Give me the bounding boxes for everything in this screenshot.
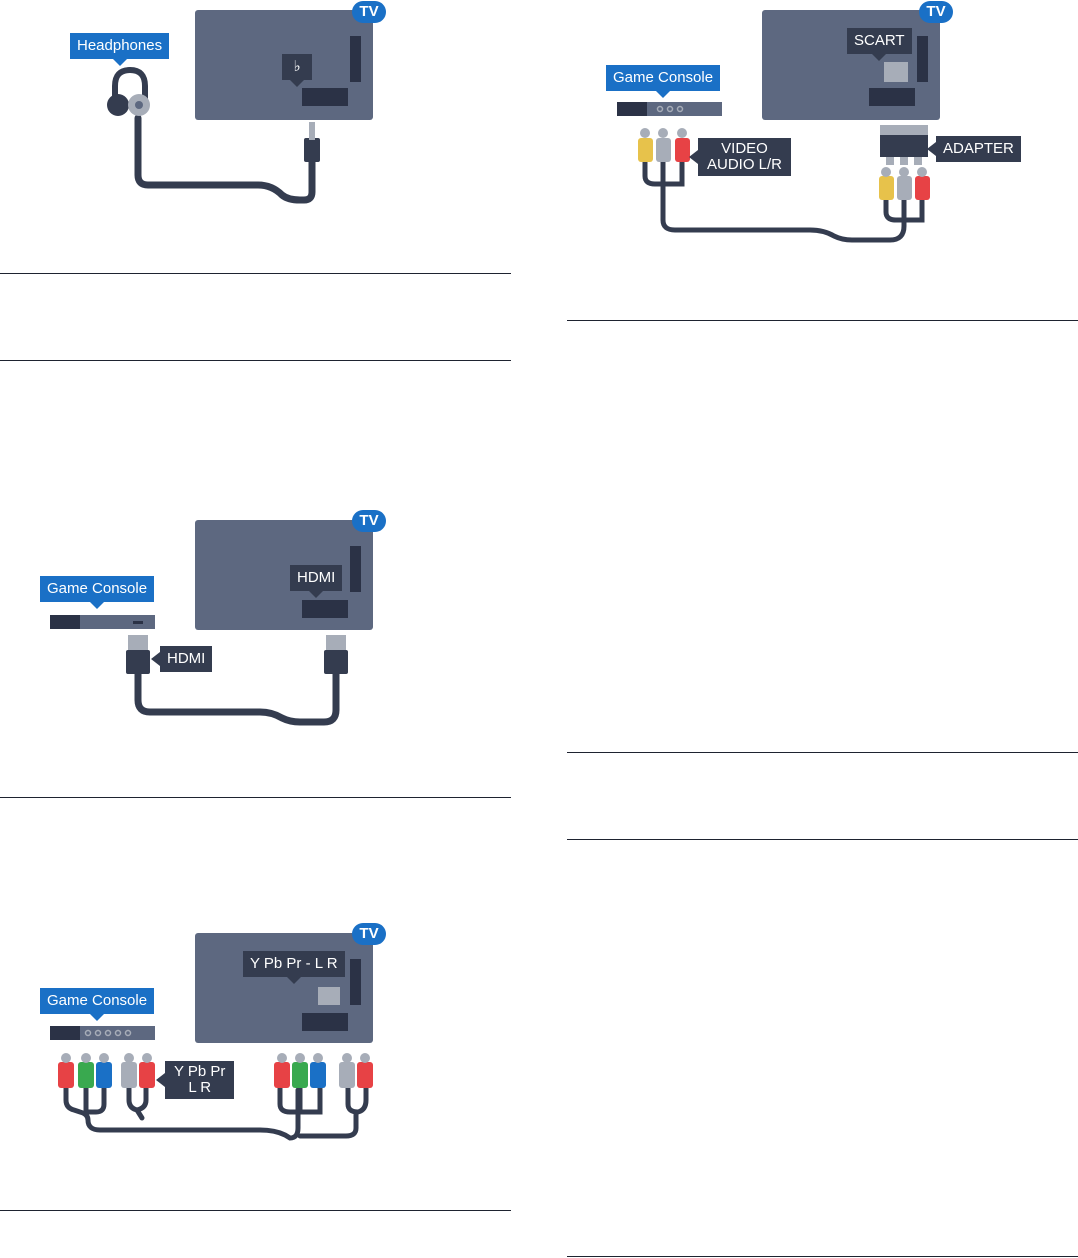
tv-stand-slot	[350, 36, 361, 82]
av-cable	[642, 159, 925, 243]
hdmi-diagram	[50, 520, 373, 726]
headphone-port-callout: ♭	[282, 54, 312, 87]
tv-ypbpr-port-label: Y Pb Pr - L R	[243, 951, 345, 984]
console-port-dots	[84, 1029, 132, 1037]
av-cable-label-line1: VIDEO	[721, 140, 768, 157]
component-cable	[83, 1085, 107, 1115]
tv-badge: TV	[352, 923, 386, 945]
rca-plugs	[58, 1053, 373, 1088]
tv-input-panel	[302, 1013, 348, 1031]
tv-input-panel	[869, 88, 915, 106]
divider	[567, 1256, 1078, 1257]
game-console-front	[617, 102, 647, 116]
tv-badge: TV	[352, 1, 386, 23]
rca-plugs	[638, 128, 930, 200]
hdmi-plug-left-head	[128, 635, 148, 650]
component-cable	[63, 1085, 301, 1141]
jack-plug	[304, 138, 320, 162]
scart-adapter	[880, 125, 928, 165]
divider	[0, 1210, 511, 1211]
tv-stand-slot	[350, 546, 361, 592]
ypbpr-cable-label-line1: Y Pb Pr	[174, 1063, 226, 1080]
hdmi-plug-right	[324, 650, 348, 674]
adapter-label: ADAPTER	[927, 136, 1021, 162]
component-cable	[277, 1085, 323, 1115]
jack-tip	[309, 122, 315, 140]
audio-cable	[126, 1085, 149, 1121]
game-console-label: Game Console	[606, 65, 721, 98]
hdmi-plug-left	[126, 650, 150, 674]
tv-port-square	[318, 987, 340, 1005]
tv-input-panel	[302, 600, 348, 618]
tv-badge: TV	[919, 1, 953, 23]
divider	[0, 273, 511, 274]
divider	[567, 320, 1078, 321]
hdmi-cable	[134, 668, 340, 726]
tv-badge: TV	[352, 510, 386, 532]
tv-scart-port-label: SCART	[847, 28, 912, 61]
divider	[567, 839, 1078, 840]
scart-diagram	[617, 10, 940, 243]
headphone-cable	[134, 114, 316, 204]
game-console-front	[50, 615, 80, 629]
hdmi-plug-right-head	[326, 635, 346, 650]
tv-hdmi-port-label: HDMI	[290, 565, 343, 598]
av-cable-label: VIDEO AUDIO L/R	[688, 138, 792, 176]
game-console-port	[133, 621, 143, 624]
tv-scart-square	[884, 62, 908, 82]
hdmi-cable-label: HDMI	[150, 646, 213, 672]
headphones-label: Headphones	[70, 33, 170, 66]
divider	[567, 752, 1078, 753]
tv-input-panel	[302, 88, 348, 106]
ypbpr-cable-label: Y Pb Pr L R	[155, 1061, 235, 1099]
av-cable-label-line2: AUDIO L/R	[707, 156, 783, 173]
game-console-label: Game Console	[40, 576, 155, 609]
divider	[0, 360, 511, 361]
tv-stand-slot	[917, 36, 928, 82]
audio-cable	[297, 1085, 369, 1139]
ypbpr-cable-label-line2: L R	[188, 1079, 212, 1096]
headphone-port-icon: ♭	[293, 58, 301, 75]
game-console-front	[50, 1026, 80, 1040]
game-console-label: Game Console	[40, 988, 155, 1021]
headphones-icon	[107, 66, 150, 116]
tv-stand-slot	[350, 959, 361, 1005]
divider	[0, 797, 511, 798]
console-port-dots	[656, 105, 684, 113]
